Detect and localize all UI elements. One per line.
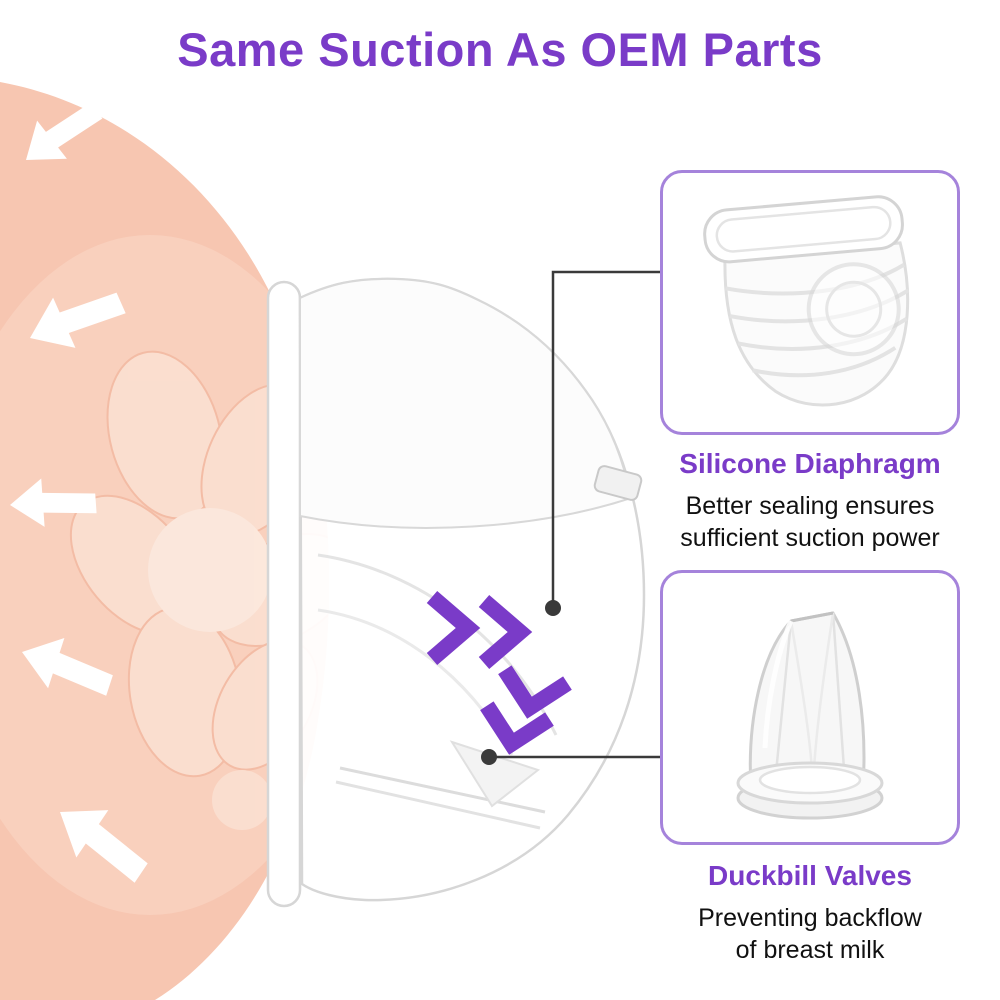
callout-description-duckbill-valves: Preventing backflow of breast milk xyxy=(698,904,922,964)
duckbill-valve-image xyxy=(736,611,884,820)
chevron-right-icon xyxy=(426,590,481,666)
page-title: Same Suction As OEM Parts xyxy=(177,23,823,76)
silicone-diaphragm-image xyxy=(703,195,910,407)
flow-chevrons xyxy=(426,590,572,755)
connector-dot-diaphragm xyxy=(545,600,561,616)
chevron-right-icon xyxy=(478,594,533,670)
connector-line-diaphragm xyxy=(551,270,660,608)
connectors xyxy=(481,270,660,765)
callout-box-silicone-diaphragm xyxy=(660,170,960,435)
breast-pump-image xyxy=(266,277,646,908)
connector-dot-duckbill xyxy=(481,749,497,765)
chevron-down-icon xyxy=(480,701,554,755)
callout-box-duckbill-valves xyxy=(660,570,960,845)
callout-heading-duckbill-valves: Duckbill Valves xyxy=(708,860,912,891)
chevron-down-icon xyxy=(498,665,572,719)
callout-description-silicone-diaphragm: Better sealing ensures sufficient suctio… xyxy=(680,492,940,552)
callout-heading-silicone-diaphragm: Silicone Diaphragm xyxy=(679,448,941,479)
